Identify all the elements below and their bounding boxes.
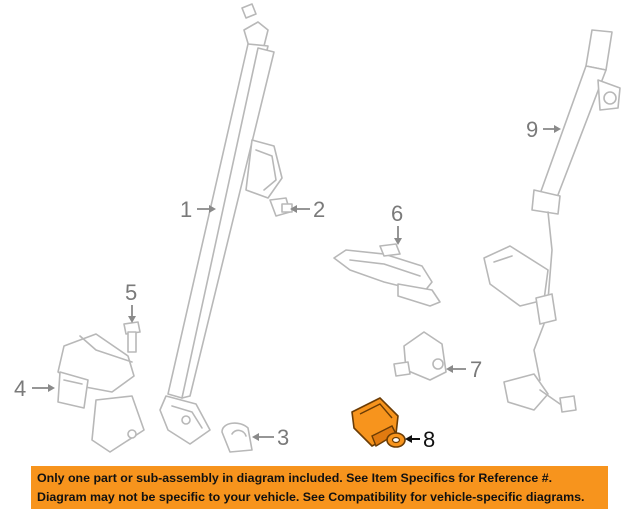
callout-4-label: 4 (14, 376, 26, 401)
callout-3: 3 (252, 425, 289, 450)
callout-5-label: 5 (125, 280, 137, 305)
notice-line-2: Diagram may not be specific to your vehi… (37, 490, 585, 504)
compatibility-notice-banner: Only one part or sub-assembly in diagram… (31, 466, 608, 509)
callout-5: 5 (125, 280, 137, 323)
callout-3-label: 3 (277, 425, 289, 450)
part-4-bracket (57, 333, 145, 453)
part-2-bolt (269, 197, 293, 217)
part-8-buckle (351, 397, 406, 448)
callout-9-label: 9 (526, 117, 538, 142)
callout-9: 9 (526, 117, 561, 142)
callout-8: 8 (405, 427, 435, 452)
part-9-rear-belt (483, 29, 621, 413)
callout-6-label: 6 (391, 201, 403, 226)
notice-line-1: Only one part or sub-assembly in diagram… (37, 471, 553, 485)
callout-2-label: 2 (313, 197, 325, 222)
callout-1: 1 (180, 197, 216, 222)
part-6-height-adjuster (333, 243, 441, 307)
part-5-bolt (123, 321, 141, 353)
callout-4: 4 (14, 376, 55, 401)
part-3-cover (221, 422, 253, 453)
callout-7-label: 7 (470, 357, 482, 382)
callout-1-label: 1 (180, 197, 192, 222)
part-1-belt-assembly (159, 3, 283, 445)
callout-2: 2 (290, 197, 325, 222)
part-7-guide (393, 331, 447, 381)
callout-6: 6 (391, 201, 403, 245)
callout-7: 7 (446, 357, 482, 382)
callout-8-label: 8 (423, 427, 435, 452)
